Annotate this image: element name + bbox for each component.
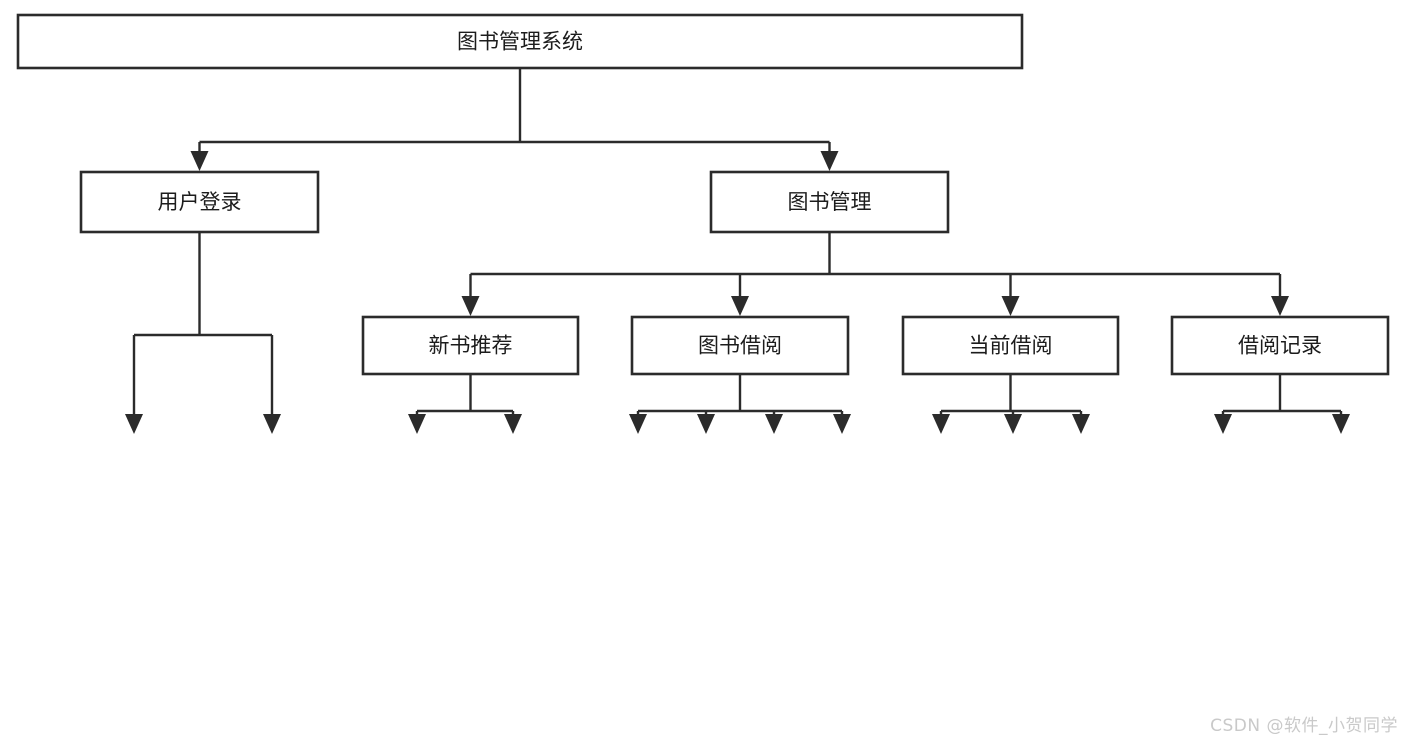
node-new-book-recommend[interactable]: 新书推荐: [361, 315, 580, 376]
arrow-head-icon: [504, 414, 522, 434]
node-label-root: 图书管理系统: [457, 30, 583, 54]
arrow-head-icon: [190, 151, 209, 171]
arrow-head-icon: [461, 296, 480, 316]
node-box-book-manage: [709, 170, 950, 234]
node-label-current-borrow: 当前借阅: [969, 334, 1053, 358]
node-borrow-record[interactable]: 借阅记录: [1170, 315, 1390, 376]
arrow-head-icon: [697, 414, 715, 434]
arrow-head-icon: [1004, 414, 1022, 434]
arrow-head-icon: [765, 414, 783, 434]
node-box-new-book-recommend: [361, 315, 580, 376]
node-root[interactable]: 图书管理系统: [16, 13, 1024, 70]
arrow-head-icon: [1001, 296, 1020, 316]
arrow-head-icon: [833, 414, 851, 434]
node-book-manage[interactable]: 图书管理: [709, 170, 950, 234]
arrow-head-icon: [629, 414, 647, 434]
node-box-current-borrow: [901, 315, 1120, 376]
node-box-borrow-record: [1170, 315, 1390, 376]
node-box-user-login: [79, 170, 320, 234]
node-label-book-borrow: 图书借阅: [698, 334, 782, 358]
node-label-book-manage: 图书管理: [788, 190, 872, 214]
arrow-head-icon: [1332, 414, 1350, 434]
node-current-borrow[interactable]: 当前借阅: [901, 315, 1120, 376]
csdn-watermark: CSDN @软件_小贺同学: [1210, 716, 1398, 736]
arrow-head-icon: [1214, 414, 1232, 434]
arrow-head-icon: [263, 414, 281, 434]
arrow-head-icon: [408, 414, 426, 434]
arrow-head-icon: [820, 151, 839, 171]
arrow-head-icon: [1072, 414, 1090, 434]
node-book-borrow[interactable]: 图书借阅: [630, 315, 850, 376]
node-label-borrow-record: 借阅记录: [1238, 334, 1322, 358]
arrow-head-icon: [731, 296, 749, 316]
node-label-new-book-recommend: 新书推荐: [429, 334, 513, 358]
node-box-root: [16, 13, 1024, 70]
node-label-user-login: 用户登录: [158, 190, 242, 214]
arrow-head-icon: [125, 414, 143, 434]
node-box-book-borrow: [630, 315, 850, 376]
arrow-head-icon: [932, 414, 950, 434]
arrow-head-icon: [1271, 296, 1289, 316]
connectors-layer: [125, 68, 1350, 434]
node-user-login[interactable]: 用户登录: [79, 170, 320, 234]
